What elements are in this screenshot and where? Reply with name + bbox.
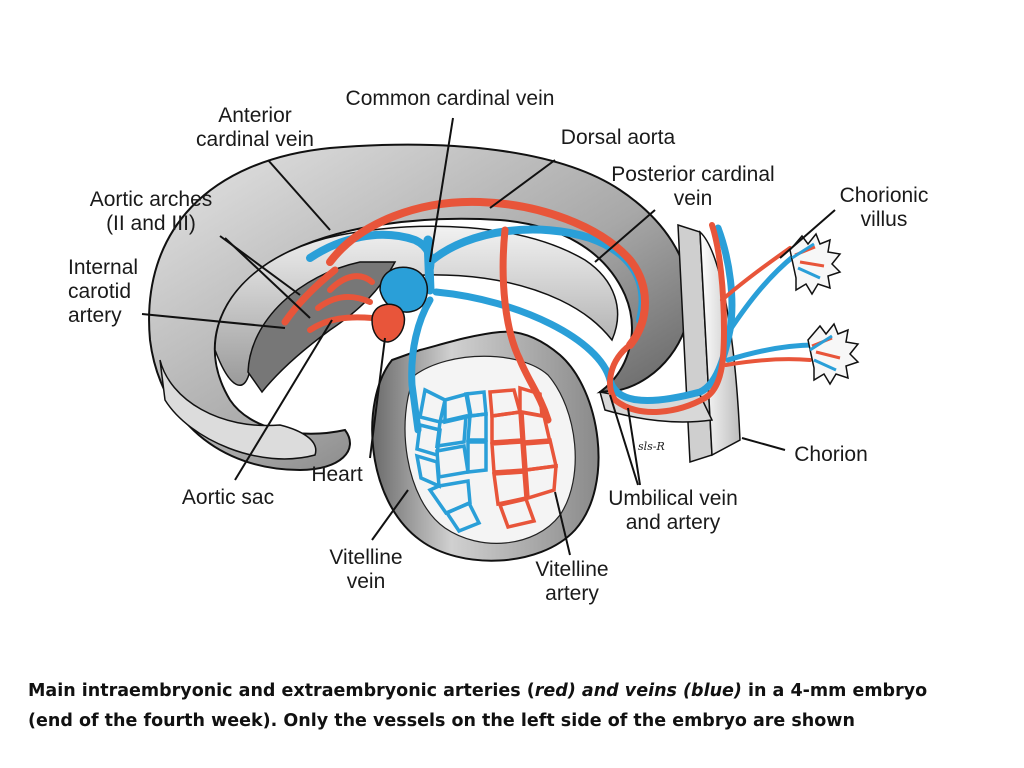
dorsal-aorta-path <box>326 197 649 349</box>
common-cardinal-vein-path <box>423 235 435 295</box>
chorionic-villus-lower <box>807 322 860 386</box>
heart <box>371 266 429 343</box>
caption-line-2: (end of the fourth week). Only the vesse… <box>28 711 855 731</box>
label-aortic-sac: Aortic sac <box>181 486 275 509</box>
arteries <box>281 197 812 424</box>
vitelline-vein-network <box>414 387 488 534</box>
label-common-cardinal-vein: Common cardinal vein <box>345 87 555 110</box>
label-chorion: Chorion <box>794 443 868 466</box>
label-heart: Heart <box>311 463 363 486</box>
label-aortic-arches: Aortic arches (II and III) <box>89 188 213 235</box>
leader-chorion <box>741 437 786 451</box>
leader-common-cardinal-vein <box>429 117 454 263</box>
label-posterior-cardinal-vein: Posterior cardinal vein <box>611 163 775 210</box>
aortic-arches-path <box>307 273 375 333</box>
chorionic-villus-upper <box>789 232 842 296</box>
internal-carotid-artery-path <box>281 266 339 326</box>
label-internal-carotid-artery: Internal carotid artery <box>68 256 139 327</box>
artist-signature: sls-R <box>638 440 665 453</box>
vitelline-vein-path <box>408 296 434 434</box>
leader-anterior-cardinal-vein <box>267 159 331 231</box>
leader-internal-carotid <box>141 313 286 329</box>
leader-dorsal-aorta <box>489 159 556 209</box>
leader-heart <box>369 337 386 459</box>
label-dorsal-aorta: Dorsal aorta <box>560 126 676 149</box>
leader-lines <box>141 117 836 556</box>
vitelline-artery-path <box>499 226 552 424</box>
leader-umbilical-1 <box>609 394 639 486</box>
figure-caption: Main intraembryonic and extraembryonic a… <box>28 676 1008 736</box>
vitelline-artery-network <box>488 385 559 530</box>
label-umbilical-vein-artery: Umbilical vein and artery <box>608 487 738 534</box>
umbilical-vein-path <box>432 224 736 405</box>
label-vitelline-vein: Vitelline vein <box>329 546 403 593</box>
leader-posterior-cardinal-vein <box>594 209 656 263</box>
label-chorionic-villus: Chorionic villus <box>839 184 929 231</box>
leader-vitelline-vein <box>371 489 409 541</box>
caption-line-1: Main intraembryonic and extraembryonic a… <box>28 681 928 701</box>
label-anterior-cardinal-vein: Anterior cardinal vein <box>196 104 314 151</box>
leader-aortic-sac <box>234 319 333 481</box>
leader-umbilical-2 <box>627 407 641 486</box>
label-vitelline-artery: Vitelline artery <box>535 558 609 605</box>
umbilical-artery-path <box>607 222 727 415</box>
leader-aortic-arches-2 <box>224 237 311 319</box>
leader-vitelline-artery <box>554 491 571 556</box>
leader-chorionic-villus <box>779 209 836 259</box>
embryo-vascular-diagram <box>141 117 860 562</box>
